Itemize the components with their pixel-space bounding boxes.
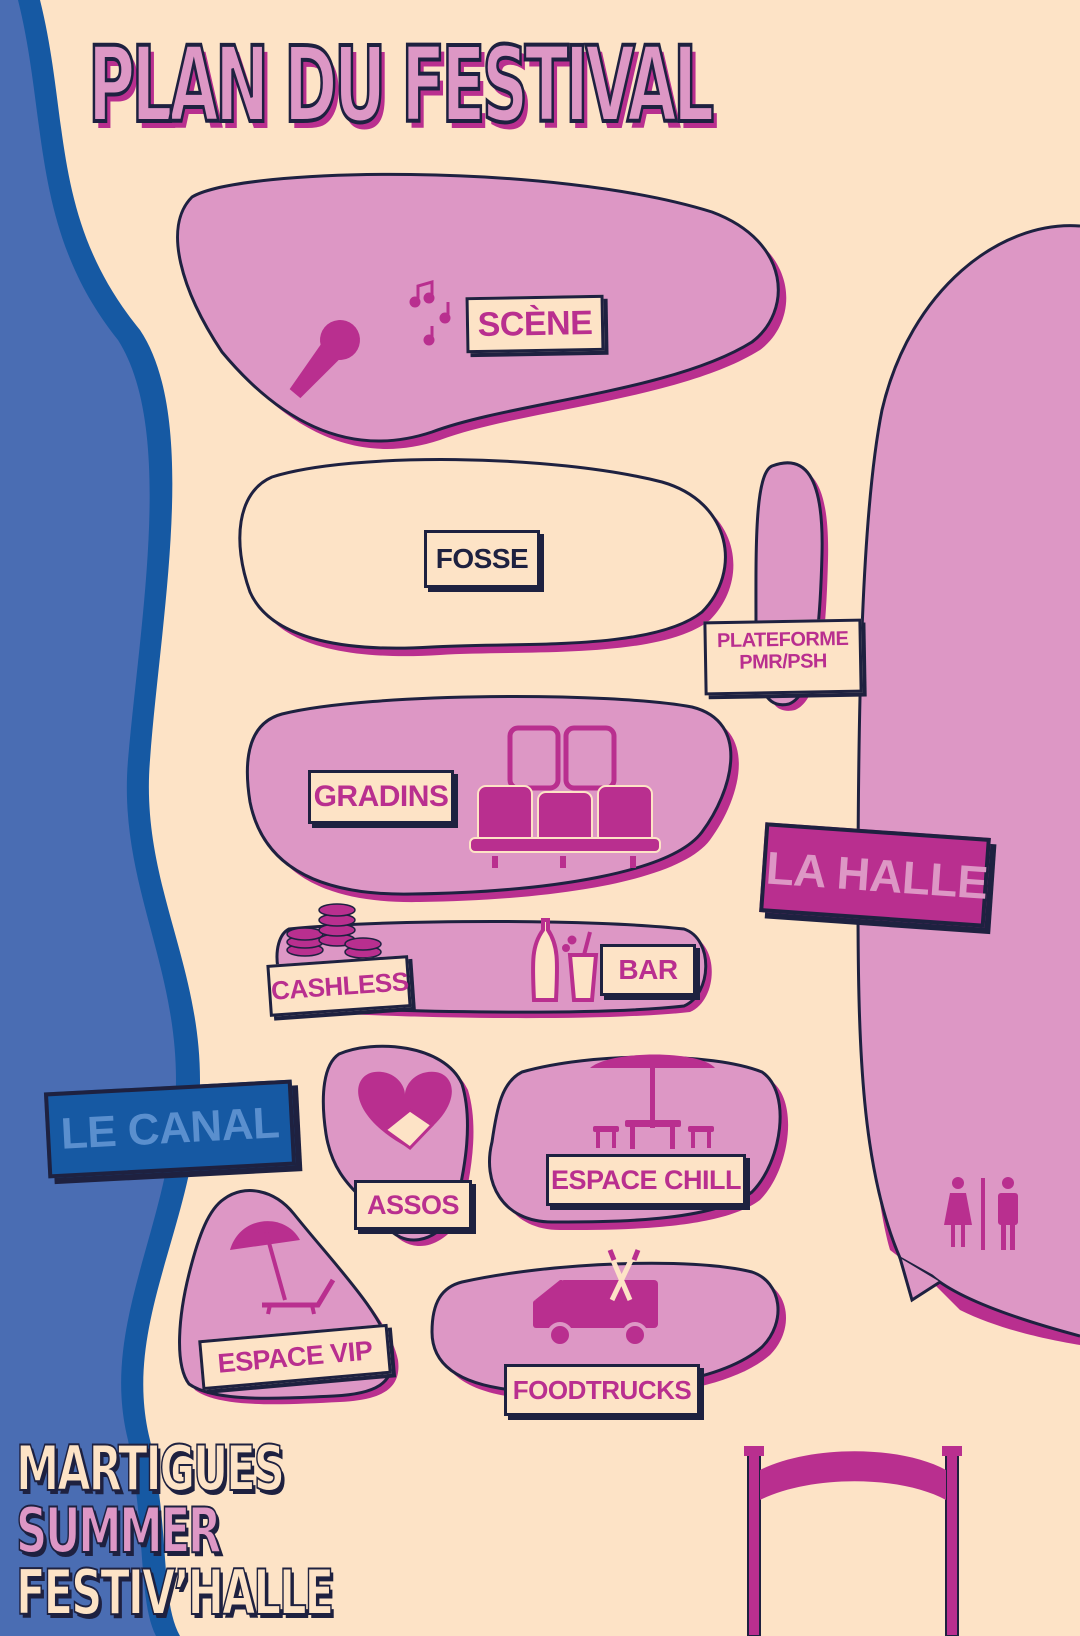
entrance-arch-icon [744, 1446, 962, 1636]
gradins-label: GRADINS [308, 770, 454, 824]
plateforme-label-line2: PMR/PSH [739, 650, 828, 674]
scene-label: SCÈNE [465, 294, 605, 354]
le-canal-label: LE CANAL [43, 1079, 297, 1179]
foodtrucks-label: FOODTRUCKS [504, 1364, 700, 1416]
assos-label: ASSOS [354, 1180, 472, 1230]
brand-line-1: MARTIGUES [15, 1432, 285, 1505]
cashless-label: CASHLESS [266, 955, 412, 1017]
canal-water-light [0, 0, 176, 1636]
microphone-icon [289, 320, 360, 399]
picnic-table-umbrella-icon [590, 1054, 715, 1149]
toilets-icon [944, 1177, 1018, 1250]
music-notes-icon [409, 280, 451, 346]
page-title: PLAN DU FESTIVAL [87, 22, 716, 148]
coins-icon [286, 903, 382, 959]
plateforme-label-line1: PLATEFORME [716, 627, 849, 653]
espace-chill-label: ESPACE CHILL [546, 1154, 746, 1206]
beach-umbrella-chair-icon [230, 1221, 336, 1315]
brand-line-2: SUMMER [15, 1494, 222, 1567]
la-halle-label: LA HALLE [759, 822, 991, 928]
seats-icon [469, 725, 661, 868]
fosse-label: FOSSE [424, 530, 540, 588]
drinks-icon [531, 918, 599, 1002]
plateforme-label: PLATEFORME PMR/PSH [703, 618, 863, 696]
heart-handshake-icon [358, 1071, 452, 1150]
entree-label: ENTRÉE [779, 1388, 865, 1414]
foodtruck-icon [533, 1249, 658, 1348]
bar-label: BAR [600, 944, 696, 996]
brand-line-3: FESTIV’HALLE [15, 1556, 335, 1629]
la-halle-zone [856, 224, 1080, 1338]
